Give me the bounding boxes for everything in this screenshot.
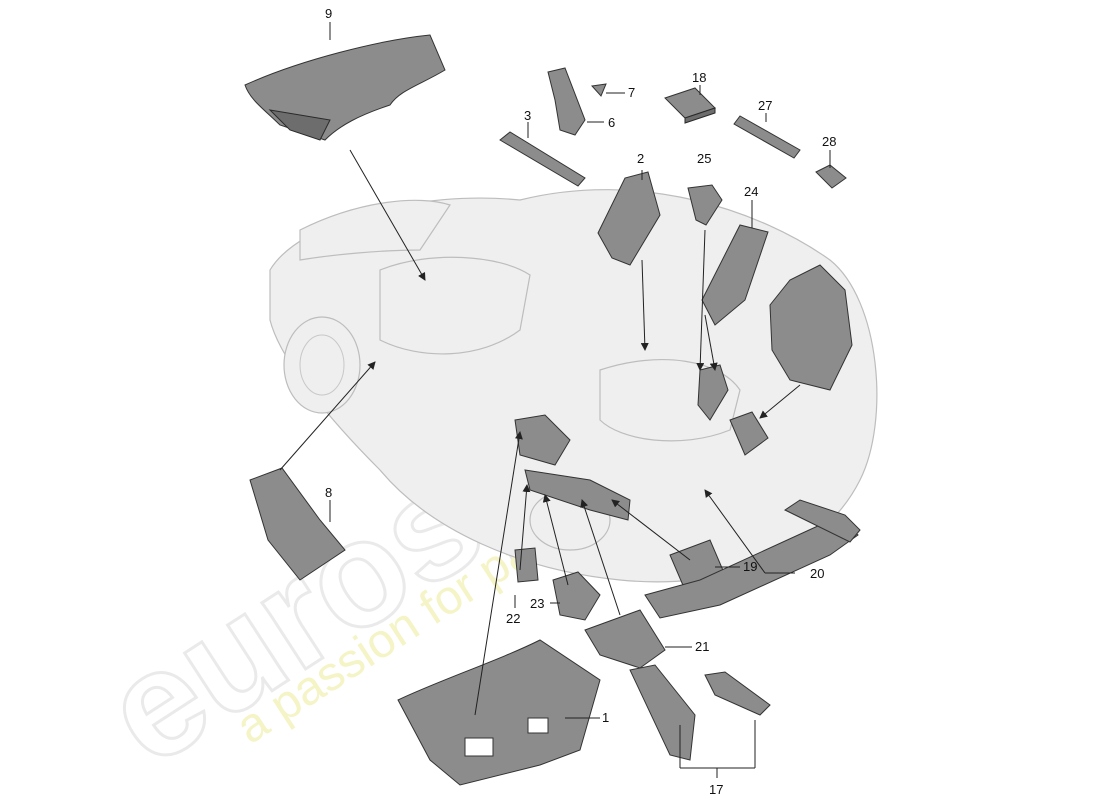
callout-8: 8 — [325, 485, 332, 500]
callout-9: 9 — [325, 6, 332, 21]
callout-6: 6 — [608, 115, 615, 130]
callout-7: 7 — [628, 85, 635, 100]
part-24 — [701, 224, 769, 326]
callout-20: 20 — [810, 566, 824, 581]
part-9 — [244, 34, 446, 141]
part-25 — [687, 184, 723, 226]
callout-23: 23 — [530, 596, 544, 611]
callout-22: 22 — [506, 611, 520, 626]
part-6 — [547, 67, 586, 136]
part-center-cluster — [514, 364, 769, 521]
callout-labels: 9 3 6 7 18 27 28 2 25 24 8 1 22 23 21 19… — [325, 6, 836, 797]
callout-25: 25 — [697, 151, 711, 166]
part-17 — [629, 664, 771, 761]
part-3 — [499, 131, 586, 187]
callout-3: 3 — [524, 108, 531, 123]
callout-1: 1 — [602, 710, 609, 725]
part-rear-side-panel — [769, 264, 853, 391]
part-23 — [552, 571, 601, 621]
part-27 — [733, 115, 801, 159]
part-22 — [514, 547, 539, 583]
part-21 — [584, 609, 666, 669]
callout-24: 24 — [744, 184, 758, 199]
part-20 — [644, 499, 861, 619]
callout-21: 21 — [695, 639, 709, 654]
part-28 — [815, 164, 847, 189]
callout-17: 17 — [709, 782, 723, 797]
part-7 — [591, 83, 607, 97]
part-18 — [664, 87, 716, 124]
callout-2: 2 — [637, 151, 644, 166]
part-2 — [597, 171, 661, 266]
callout-18: 18 — [692, 70, 706, 85]
wheel-front — [283, 316, 361, 414]
callout-19: 19 — [743, 559, 757, 574]
part-1 — [397, 639, 601, 786]
callout-27: 27 — [758, 98, 772, 113]
callout-28: 28 — [822, 134, 836, 149]
leader-lines — [279, 22, 831, 778]
